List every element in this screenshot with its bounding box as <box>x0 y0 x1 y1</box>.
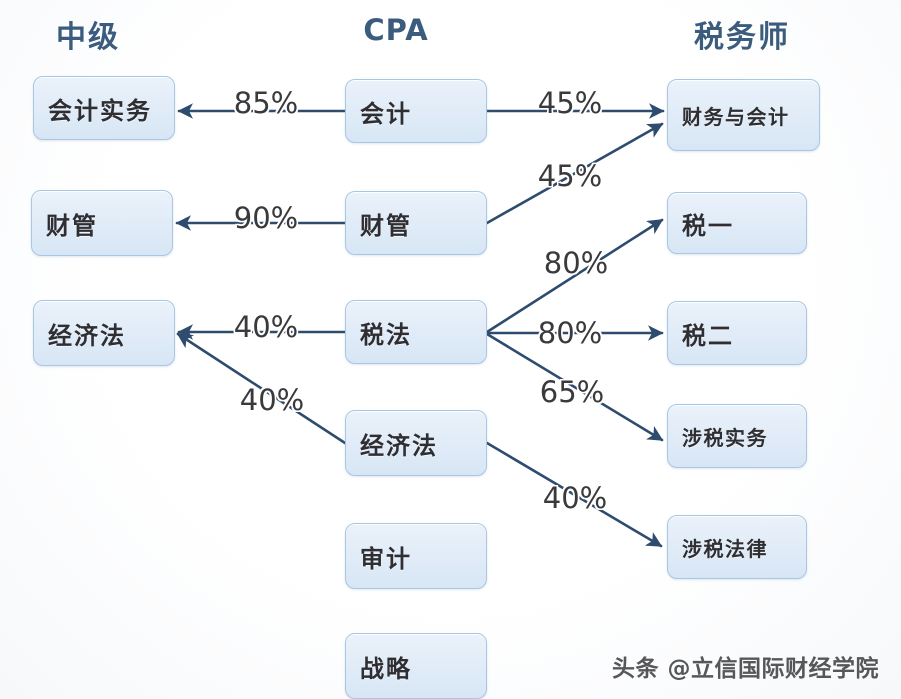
edge-label-e10: 40% <box>542 481 608 515</box>
node-label: 税一 <box>682 210 734 240</box>
node-label: 税法 <box>360 319 412 349</box>
node-ts-se[interactable]: 税二 <box>667 301 807 365</box>
node-zj-jjf[interactable]: 经济法 <box>33 300 175 366</box>
node-label: 税二 <box>682 320 734 350</box>
column-header-intermediate: 中级 <box>56 20 120 55</box>
node-label: 涉税法律 <box>682 536 768 561</box>
node-ts-sssw[interactable]: 涉税实务 <box>667 404 807 468</box>
edge-label-e8: 80% <box>537 316 603 350</box>
column-header-cpa: CPA <box>363 13 429 47</box>
node-label: 经济法 <box>360 430 438 460</box>
edge-label-e7: 80% <box>543 246 609 280</box>
node-cpa-cg[interactable]: 财管 <box>345 191 487 255</box>
edge-label-e6: 45% <box>537 159 603 193</box>
node-cpa-sf[interactable]: 税法 <box>345 300 487 364</box>
node-ts-sy[interactable]: 税一 <box>667 192 807 254</box>
node-cpa-sj[interactable]: 审计 <box>345 523 487 589</box>
edge-label-e1: 85% <box>233 86 299 120</box>
node-label: 财管 <box>46 210 98 240</box>
edge-label-e4: 40% <box>239 383 305 417</box>
edge-label-e2: 90% <box>233 201 299 235</box>
edge-label-e5: 45% <box>537 86 603 120</box>
node-label: 会计实务 <box>48 95 152 125</box>
node-zj-kjsw[interactable]: 会计实务 <box>33 76 175 140</box>
node-label: 会计 <box>360 98 412 128</box>
watermark: 头条 @立信国际财经学院 <box>611 656 879 682</box>
node-cpa-kj[interactable]: 会计 <box>345 79 487 143</box>
node-label: 审计 <box>360 543 412 573</box>
node-cpa-jjf[interactable]: 经济法 <box>345 410 487 476</box>
edge-label-e9: 65% <box>539 375 605 409</box>
node-label: 财管 <box>360 210 412 240</box>
edge-label-e3: 40% <box>233 310 299 344</box>
node-label: 经济法 <box>48 320 126 350</box>
node-label: 财务与会计 <box>682 104 790 129</box>
node-cpa-zl[interactable]: 战略 <box>345 633 487 699</box>
node-label: 涉税实务 <box>682 425 768 450</box>
node-zj-cg[interactable]: 财管 <box>31 190 173 256</box>
node-ts-cwkj[interactable]: 财务与会计 <box>667 79 820 151</box>
node-ts-sssl[interactable]: 涉税法律 <box>667 515 807 579</box>
node-label: 战略 <box>360 653 412 683</box>
column-header-tax: 税务师 <box>694 20 790 55</box>
